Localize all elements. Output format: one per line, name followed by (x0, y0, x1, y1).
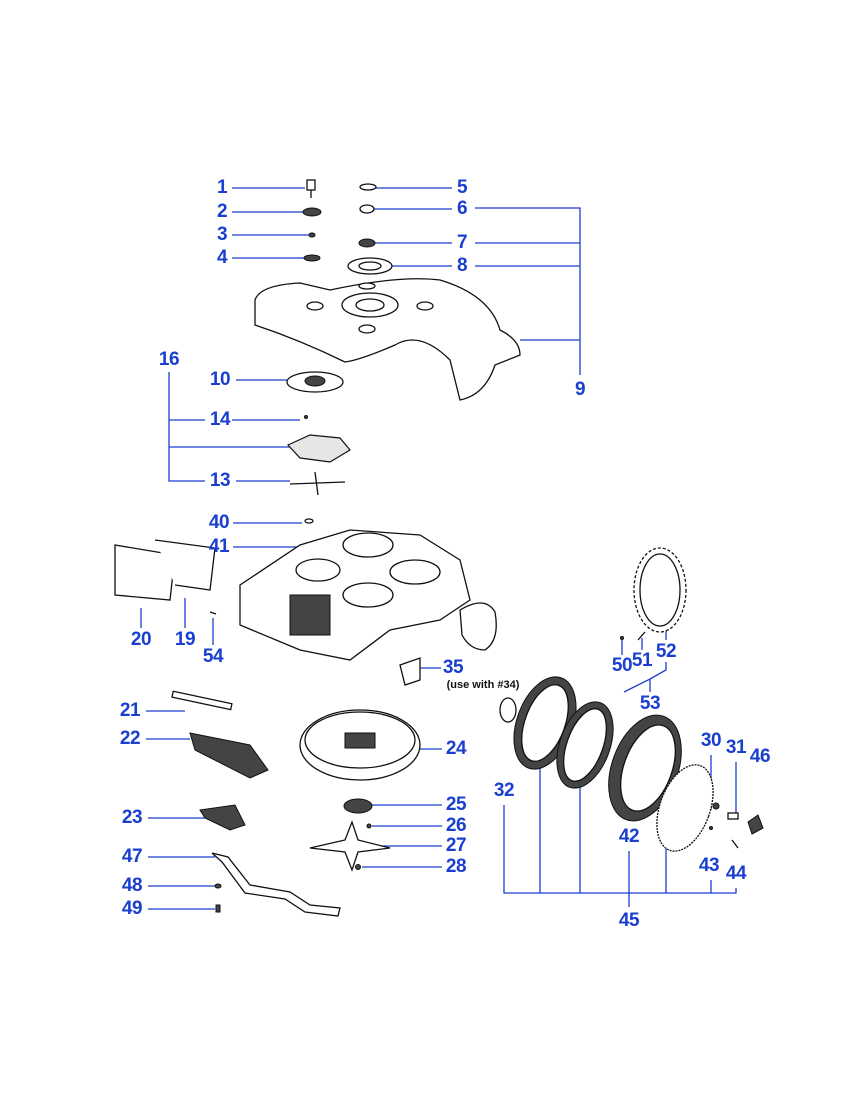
callout-1: 1 (216, 177, 228, 198)
callout-23: 23 (121, 807, 143, 828)
callout-20: 20 (130, 629, 152, 650)
callout-28: 28 (445, 856, 467, 877)
part-32-ring (499, 697, 517, 723)
callout-5: 5 (456, 177, 468, 198)
part-51 (637, 631, 646, 641)
callout-50: 50 (611, 655, 633, 676)
callout-52: 52 (655, 641, 677, 662)
part-22 (189, 732, 269, 779)
callout-32: 32 (493, 780, 515, 801)
part-5 (359, 183, 377, 191)
leader-lines (140, 187, 737, 910)
part-44 (731, 839, 739, 849)
part-8-washer (347, 257, 393, 275)
callout-48: 48 (121, 875, 143, 896)
part-52-gear (633, 547, 687, 633)
part-25 (343, 798, 373, 814)
callout-19: 19 (174, 629, 196, 650)
parts (114, 179, 764, 917)
part-1-knob (306, 179, 316, 198)
part-3 (308, 232, 316, 238)
callout-54: 54 (202, 646, 224, 667)
part-28 (355, 864, 361, 870)
part-35 (399, 657, 421, 686)
callout-45: 45 (618, 910, 640, 931)
callout-10: 10 (209, 369, 231, 390)
callout-35-note: (use with #34) (446, 679, 520, 691)
callout-16: 16 (158, 349, 180, 370)
callout-14: 14 (209, 409, 231, 430)
part-13-spring (289, 471, 346, 496)
part-43 (709, 826, 713, 830)
part-46 (747, 814, 764, 835)
part-50 (620, 636, 624, 640)
part-6 (359, 204, 375, 214)
callout-13: 13 (209, 470, 231, 491)
callout-6: 6 (456, 198, 468, 219)
callout-47: 47 (121, 846, 143, 867)
part-31 (727, 812, 739, 820)
callout-22: 22 (119, 728, 141, 749)
callout-3: 3 (216, 224, 228, 245)
callout-21: 21 (119, 700, 141, 721)
callout-42: 42 (618, 826, 640, 847)
callout-35: 35 (442, 657, 464, 678)
callout-27: 27 (445, 835, 467, 856)
part-2 (302, 207, 322, 217)
part-40 (304, 518, 314, 524)
part-48 (214, 883, 222, 889)
callout-40: 40 (208, 512, 230, 533)
callout-44: 44 (725, 863, 747, 884)
part-21-shaft (171, 690, 233, 711)
callout-46: 46 (749, 746, 771, 767)
callout-26: 26 (445, 815, 467, 836)
part-27-blade (309, 820, 391, 872)
callout-53: 53 (639, 693, 661, 714)
callout-49: 49 (121, 898, 143, 919)
part-30 (712, 802, 720, 810)
callout-43: 43 (698, 855, 720, 876)
callout-9: 9 (574, 379, 586, 400)
callout-31: 31 (725, 737, 747, 758)
part-54 (209, 611, 217, 615)
callout-2: 2 (216, 201, 228, 222)
callout-7: 7 (456, 232, 468, 253)
part-10-plate (286, 371, 344, 393)
part-26 (366, 823, 372, 829)
callout-4: 4 (216, 247, 228, 268)
part-7 (358, 238, 376, 248)
wheel-parts (513, 676, 714, 852)
callout-51: 51 (631, 650, 653, 671)
chassis (239, 529, 497, 661)
part-19-20-bracket (114, 539, 216, 601)
part-16-assembly (286, 434, 351, 463)
part-47-arm (211, 852, 341, 917)
callout-24: 24 (445, 738, 467, 759)
callout-25: 25 (445, 794, 467, 815)
part-49 (215, 904, 221, 913)
callout-41: 41 (208, 536, 230, 557)
part-4 (303, 254, 321, 262)
part-9-top-cover (254, 278, 521, 401)
part-14 (304, 415, 308, 419)
callout-8: 8 (456, 255, 468, 276)
part-23 (199, 804, 246, 831)
callout-30: 30 (700, 730, 722, 751)
part-24-blade-disc (299, 709, 421, 781)
